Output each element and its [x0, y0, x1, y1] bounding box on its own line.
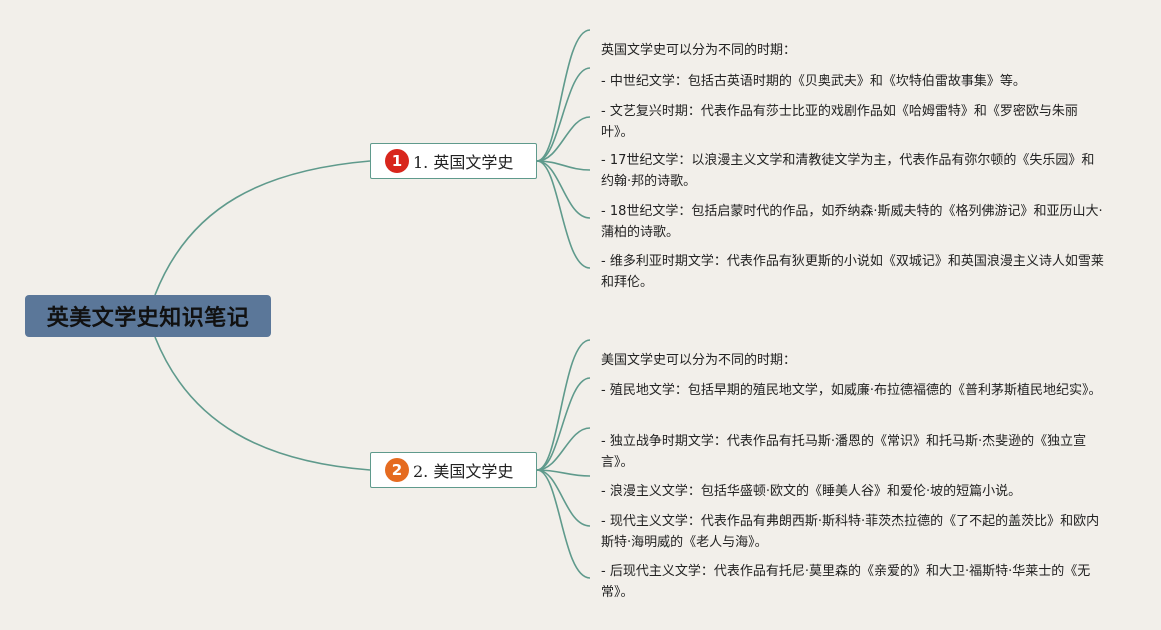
- leaf-topic[interactable]: - 后现代主义文学：代表作品有托尼·莫里森的《亲爱的》和大卫·福斯特·华莱士的《…: [601, 564, 1091, 600]
- connector-b2-leaf-2: [536, 377, 591, 471]
- connector-b2-leaf-6: [536, 469, 591, 579]
- root-title: 英美文学史知识笔记: [46, 306, 250, 331]
- priority-2-icon: 2: [385, 458, 409, 482]
- connector-root-branch-1: [154, 160, 371, 296]
- priority-1-icon: 1: [385, 149, 409, 173]
- leaf-topic[interactable]: - 独立战争时期文学：代表作品有托马斯·潘恩的《常识》和托马斯·杰斐逊的《独立宣…: [601, 434, 1087, 470]
- connector-root-branch-2: [154, 336, 371, 471]
- leaf-topic[interactable]: - 18世纪文学：包括启蒙时代的作品，如乔纳森·斯威夫特的《格列佛游记》和亚历山…: [601, 204, 1103, 240]
- leaf-topic[interactable]: - 17世纪文学：以浪漫主义文学和清教徒文学为主，代表作品有弥尔顿的《失乐园》和…: [601, 153, 1095, 189]
- leaf-topic[interactable]: - 中世纪文学：包括古英语时期的《贝奥武夫》和《坎特伯雷故事集》等。: [601, 74, 1026, 89]
- leaf-topic[interactable]: 英国文学史可以分为不同的时期：: [601, 43, 797, 58]
- connector-b2-leaf-1: [536, 339, 591, 471]
- root-topic[interactable]: 英美文学史知识笔记: [25, 295, 271, 337]
- leaf-topic[interactable]: - 殖民地文学：包括早期的殖民地文学，如威廉·布拉德福德的《普利茅斯植民地纪实》…: [601, 383, 1102, 398]
- leaf-topic[interactable]: - 文艺复兴时期：代表作品有莎士比亚的戏剧作品如《哈姆雷特》和《罗密欧与朱丽叶》…: [601, 104, 1078, 140]
- connector-b1-leaf-4: [536, 160, 591, 171]
- connector-b1-leaf-5: [536, 160, 591, 219]
- leaf-topic[interactable]: - 现代主义文学：代表作品有弗朗西斯·斯科特·菲茨杰拉德的《了不起的盖茨比》和欧…: [601, 514, 1100, 550]
- leaf-topic[interactable]: - 浪漫主义文学：包括华盛顿·欧文的《睡美人谷》和爱伦·坡的短篇小说。: [601, 484, 1022, 499]
- leaf-topic[interactable]: - 维多利亚时期文学：代表作品有狄更斯的小说如《双城记》和英国浪漫主义诗人如雪莱…: [601, 254, 1104, 290]
- branch-american-literature[interactable]: 2 2. 美国文学史: [370, 452, 537, 488]
- branch-english-literature[interactable]: 1 1. 英国文学史: [370, 143, 537, 179]
- connector-b2-leaf-4: [536, 469, 591, 477]
- connector-b2-leaf-5: [536, 469, 591, 527]
- branch-label: 2. 美国文学史: [413, 462, 514, 481]
- connector-b1-leaf-6: [536, 160, 591, 269]
- connector-b1-leaf-3: [536, 116, 591, 162]
- connector-b1-leaf-1: [536, 29, 591, 162]
- connector-b2-leaf-3: [536, 427, 591, 471]
- leaf-topic[interactable]: 美国文学史可以分为不同的时期：: [601, 353, 797, 368]
- connector-b1-leaf-2: [536, 67, 591, 162]
- branch-label: 1. 英国文学史: [413, 153, 514, 172]
